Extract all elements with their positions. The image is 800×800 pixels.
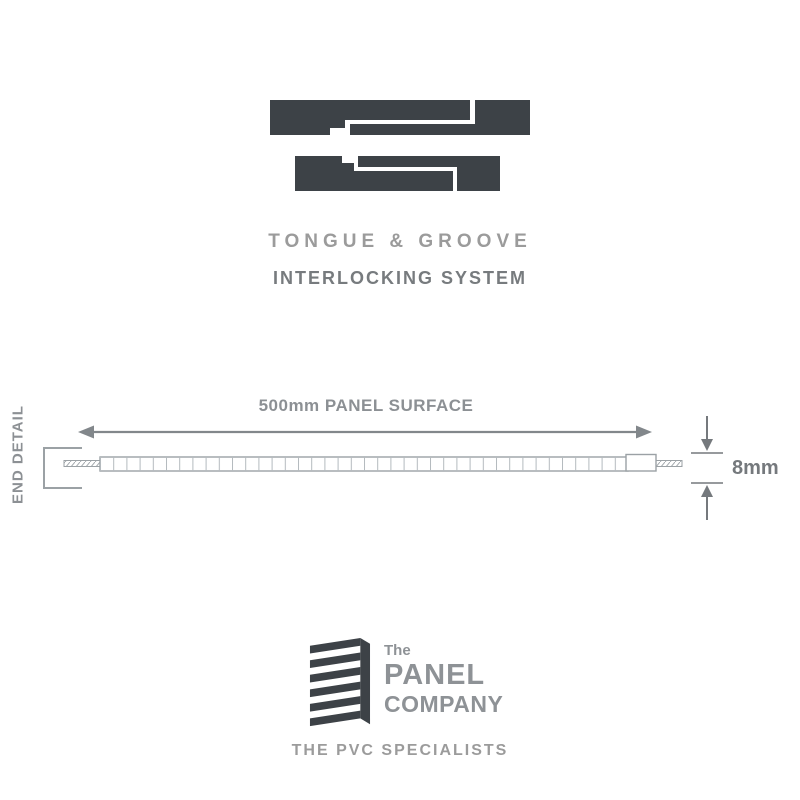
brand-prefix: The bbox=[384, 642, 411, 659]
hero-title: TONGUE & GROOVE bbox=[268, 231, 532, 252]
end-detail-label: END DETAIL bbox=[9, 405, 27, 504]
brand-name-line1: PANEL bbox=[384, 659, 486, 691]
panel-surface-dimension-label: 500mm PANEL SURFACE bbox=[258, 396, 474, 415]
brand-name-line2: COMPANY bbox=[384, 691, 504, 717]
panel-right-end-cap bbox=[625, 453, 657, 472]
profile-bar-bottom bbox=[295, 156, 500, 191]
brand-wordmark: The PANEL COMPANY bbox=[384, 643, 604, 716]
profile-top-left-piece bbox=[270, 100, 470, 135]
brand-tagline: THE PVC SPECIALISTS bbox=[291, 742, 509, 759]
profile-top-right-piece bbox=[350, 100, 530, 135]
panel-left-tongue bbox=[63, 460, 103, 467]
profile-bottom-left-piece bbox=[295, 156, 453, 191]
stacked-panels-glyph bbox=[309, 638, 371, 727]
panel-cross-section-drawing bbox=[43, 416, 723, 520]
end-trim-profile bbox=[43, 447, 82, 489]
panel-section bbox=[63, 453, 683, 472]
profile-bar-top bbox=[270, 100, 530, 135]
panel-rib-lines bbox=[100, 457, 628, 471]
thickness-dimension-arrows bbox=[691, 416, 723, 520]
panel-right-tongue bbox=[655, 460, 683, 467]
width-dimension-arrow bbox=[78, 425, 652, 439]
profile-bottom-right-piece bbox=[358, 156, 500, 191]
tongue-groove-profile-icon bbox=[270, 100, 530, 191]
thickness-label: 8mm bbox=[732, 457, 779, 479]
hero-subtitle: INTERLOCKING SYSTEM bbox=[272, 268, 527, 288]
panel-company-logo-icon bbox=[309, 638, 371, 727]
